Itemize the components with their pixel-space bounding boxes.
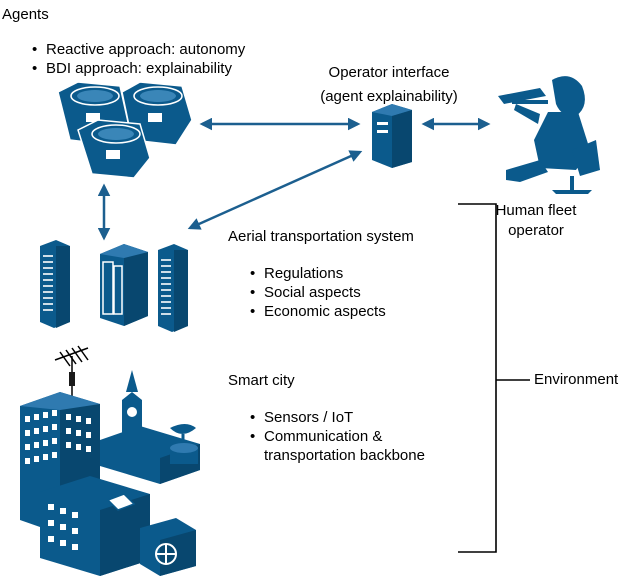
human-operator-label: Human fleet operator [490,202,582,240]
aerial-title: Aerial transportation system [228,228,414,245]
agents-bullet-list: Reactive approach: autonomy BDI approach… [30,40,245,78]
smart-city-icon [20,345,200,576]
human-operator-icon [498,76,600,194]
list-item-text: transportation backbone [264,447,425,464]
list-item: Social aspects [248,283,386,302]
robot-agent-icon [57,81,193,179]
server-rack-icon [40,240,188,332]
agents-title: Agents [2,6,49,23]
list-item: Regulations [248,264,386,283]
server-icon [372,104,412,168]
operator-interface-line2: (agent explainability) [320,88,458,105]
list-item: Reactive approach: autonomy [30,40,245,59]
smart-city-title: Smart city [228,372,295,389]
list-item-continuation: transportation backbone [248,446,425,465]
operator-interface-label: Operator interface (agent explainability… [296,64,482,106]
aerial-bullet-list: Regulations Social aspects Economic aspe… [248,264,386,321]
environment-label: Environment [534,371,619,388]
smart-city-bullet-list: Sensors / IoT Communication & transporta… [248,408,425,465]
human-operator-line1: Human fleet [495,202,577,219]
operator-interface-line1: Operator interface [328,64,450,81]
environment-bracket [458,203,530,553]
list-item: Sensors / IoT [248,408,425,427]
arrow-interface-to-racks [187,150,363,230]
list-item: Economic aspects [248,302,386,321]
list-item: Communication & [248,427,425,446]
human-operator-line2: operator [508,222,564,239]
list-item: BDI approach: explainability [30,59,245,78]
